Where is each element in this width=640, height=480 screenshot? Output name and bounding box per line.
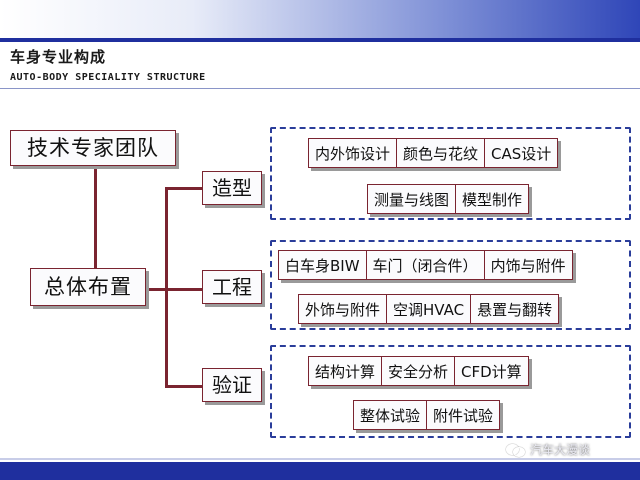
branch-validation-node: 验证 (202, 368, 262, 402)
validation-item: 整体试验 (353, 400, 428, 430)
validation-item: 附件试验 (426, 400, 501, 430)
styling-row-2: 测量与线图 模型制作 (367, 184, 530, 214)
engineering-item: 白车身BIW (278, 250, 367, 280)
engineering-row-1: 白车身BIW 车门（闭合件） 内饰与附件 (278, 250, 573, 280)
title-divider (0, 88, 640, 89)
validation-row-2: 整体试验 附件试验 (353, 400, 501, 430)
styling-group (270, 127, 631, 220)
connector-to-styling (165, 187, 202, 190)
overall-layout-node: 总体布置 (30, 268, 146, 306)
connector-trunk (165, 187, 168, 387)
engineering-item: 外饰与附件 (298, 294, 388, 324)
watermark-text: 汽车大漫谈 (530, 443, 591, 457)
styling-item: 内外饰设计 (308, 138, 398, 168)
styling-item: CAS设计 (484, 138, 559, 168)
engineering-row-2: 外饰与附件 空调HVAC 悬置与翻转 (298, 294, 560, 324)
watermark: 汽车大漫谈 (506, 441, 590, 458)
styling-row-1: 内外饰设计 颜色与花纹 CAS设计 (308, 138, 559, 168)
footer-band (0, 462, 640, 480)
engineering-group (270, 240, 631, 330)
engineering-item: 内饰与附件 (483, 250, 573, 280)
styling-item: 颜色与花纹 (396, 138, 486, 168)
validation-row-1: 结构计算 安全分析 CFD计算 (308, 356, 529, 386)
expert-team-node: 技术专家团队 (10, 130, 176, 166)
header-gradient-band (0, 0, 640, 38)
footer-rule (0, 458, 640, 460)
page-title: 车身专业构成 (10, 48, 107, 66)
page-subtitle: AUTO-BODY SPECIALITY STRUCTURE (10, 72, 206, 83)
branch-engineering-node: 工程 (202, 270, 262, 304)
styling-item: 模型制作 (455, 184, 530, 214)
engineering-item: 车门（闭合件） (365, 250, 485, 280)
connector-team-to-layout (94, 165, 97, 268)
wechat-icon (506, 443, 526, 457)
engineering-item: 悬置与翻转 (470, 294, 560, 324)
validation-item: 结构计算 (308, 356, 383, 386)
connector-to-validation (165, 385, 202, 388)
branch-styling-node: 造型 (202, 171, 262, 205)
validation-group (270, 345, 631, 438)
validation-item: CFD计算 (454, 356, 529, 386)
header-rule (0, 38, 640, 42)
engineering-item: 空调HVAC (386, 294, 472, 324)
styling-item: 测量与线图 (367, 184, 457, 214)
connector-to-engineering (165, 288, 202, 291)
connector-layout-to-trunk (146, 288, 166, 291)
validation-item: 安全分析 (381, 356, 456, 386)
